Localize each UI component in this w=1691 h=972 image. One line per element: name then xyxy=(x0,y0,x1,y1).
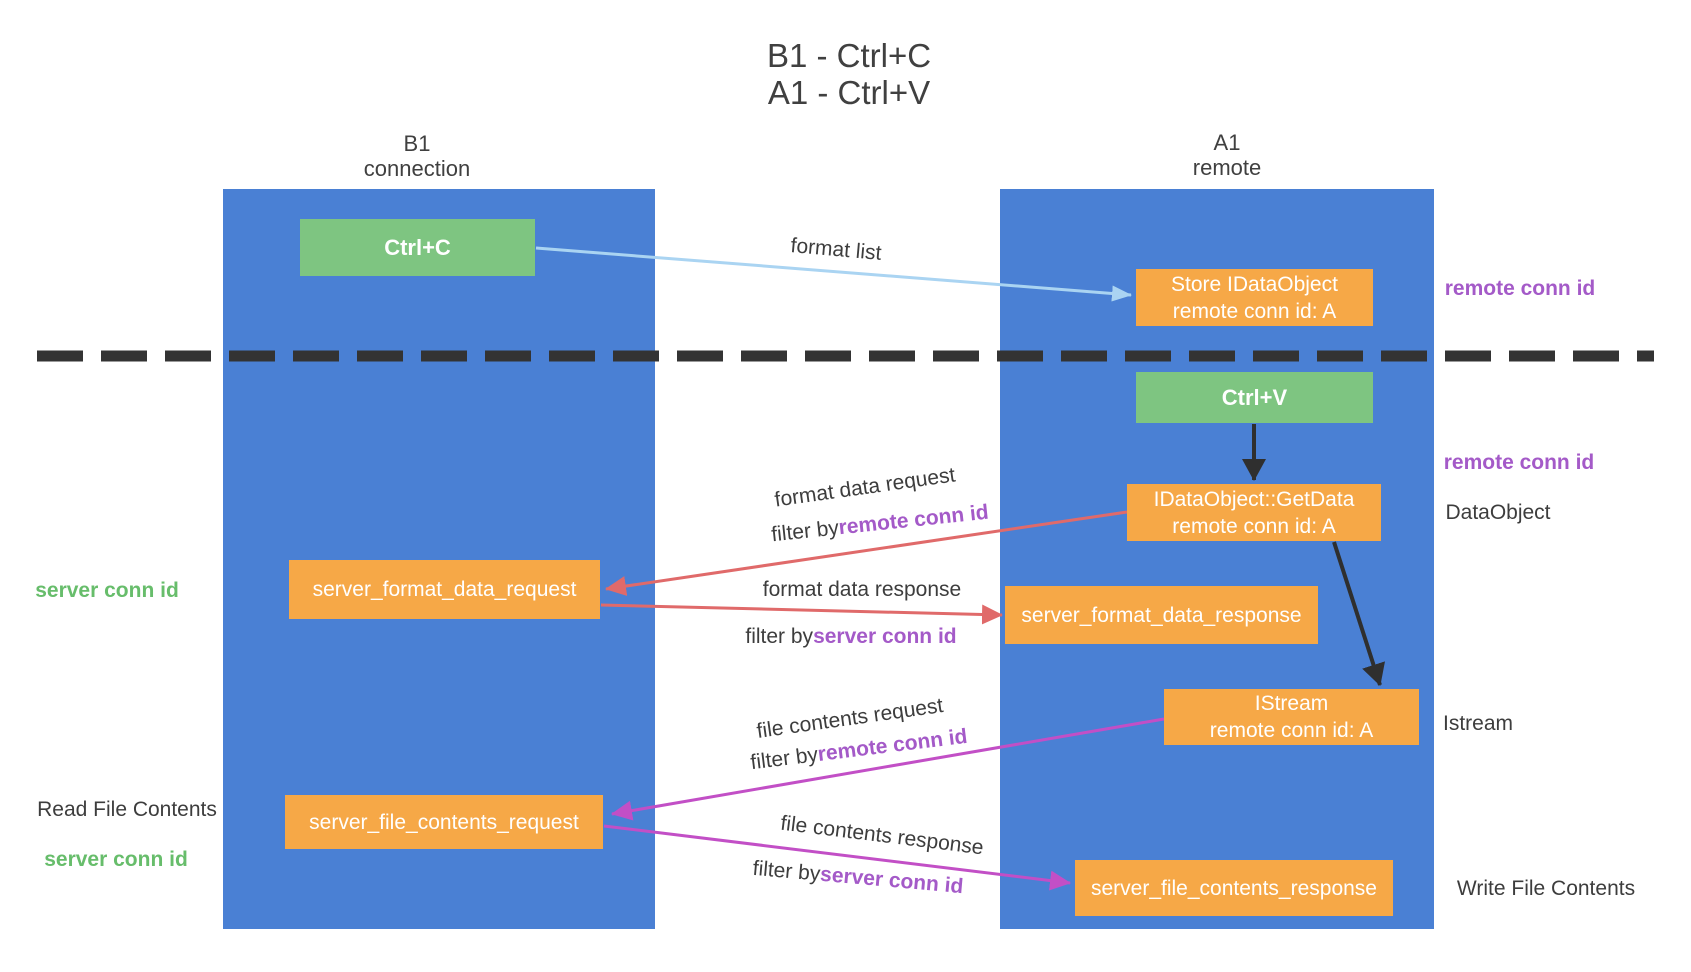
box-ctrl-v-label: Ctrl+V xyxy=(1221,385,1288,410)
label-istream: Istream xyxy=(1442,712,1514,735)
box-istream-line1: IStream xyxy=(1254,692,1329,715)
column-a1-type: remote xyxy=(1192,155,1262,180)
box-server-format-data-request: server_format_data_request xyxy=(289,560,600,619)
label-file-contents-response-filter-key: server conn id xyxy=(819,862,965,899)
title-line-2: A1 - Ctrl+V xyxy=(767,74,931,111)
arrow-format-data-response xyxy=(600,603,1003,625)
box-store-idataobject-line1: Store IDataObject xyxy=(1171,272,1338,296)
box-server-file-contents-response-label: server_file_contents_response xyxy=(1090,876,1377,900)
label-format-data-response-filter-prefix: filter by xyxy=(745,625,814,648)
diagram-title: B1 - Ctrl+C A1 - Ctrl+V xyxy=(767,37,931,111)
label-server-conn-id-top: server conn id xyxy=(35,579,179,602)
label-server-conn-id-bottom: server conn id xyxy=(44,848,188,871)
box-server-file-contents-response: server_file_contents_response xyxy=(1075,860,1393,916)
box-istream-line2: remote conn id: A xyxy=(1209,719,1374,742)
label-dataobject: DataObject xyxy=(1445,501,1551,524)
box-ctrl-c-label: Ctrl+C xyxy=(384,235,451,260)
label-write-file-contents: Write File Contents xyxy=(1456,877,1636,900)
label-file-contents-response-filter-prefix: filter by xyxy=(751,856,822,886)
box-idataobject-getdata-line1: IDataObject::GetData xyxy=(1153,487,1355,511)
box-istream: IStream remote conn id: A xyxy=(1164,689,1419,745)
column-b1-type: connection xyxy=(363,156,471,181)
label-format-data-request: format data request xyxy=(773,463,957,512)
box-store-idataobject-line2: remote conn id: A xyxy=(1172,299,1337,323)
box-server-format-data-request-label: server_format_data_request xyxy=(312,578,577,601)
label-format-list: format list xyxy=(789,234,883,265)
column-a1-name: A1 xyxy=(1213,130,1241,155)
box-ctrl-c: Ctrl+C xyxy=(300,219,535,276)
box-server-file-contents-request-label: server_file_contents_request xyxy=(309,810,579,834)
label-file-contents-response: file contents response xyxy=(779,811,985,860)
label-format-data-response-filter-key: server conn id xyxy=(813,625,957,648)
label-file-contents-request-filter-prefix: filter by xyxy=(749,743,820,775)
box-server-format-data-response: server_format_data_response xyxy=(1005,586,1318,644)
label-remote-conn-id-mid: remote conn id xyxy=(1443,451,1595,474)
box-store-idataobject: Store IDataObject remote conn id: A xyxy=(1136,269,1373,326)
label-format-data-request-filter-prefix: filter by xyxy=(770,516,840,547)
box-server-format-data-response-label: server_format_data_response xyxy=(1021,603,1302,627)
box-idataobject-getdata: IDataObject::GetData remote conn id: A xyxy=(1127,484,1381,541)
title-line-1: B1 - Ctrl+C xyxy=(766,37,932,74)
box-server-file-contents-request: server_file_contents_request xyxy=(285,795,603,849)
column-header-a1: A1 remote xyxy=(1193,130,1261,180)
column-header-b1: B1 connection xyxy=(364,131,470,181)
label-format-data-response: format data response xyxy=(762,578,962,601)
label-format-data-response-filter: filter byserver conn id xyxy=(745,625,956,649)
label-file-contents-response-filter: filter byserver conn id xyxy=(751,856,965,899)
box-idataobject-getdata-line2: remote conn id: A xyxy=(1172,514,1336,538)
label-read-file-contents: Read File Contents xyxy=(37,798,217,821)
label-format-data-request-filter-key: remote conn id xyxy=(837,500,990,540)
label-remote-conn-id-top: remote conn id xyxy=(1444,277,1596,300)
column-b1-name: B1 xyxy=(403,131,431,156)
box-ctrl-v: Ctrl+V xyxy=(1136,372,1373,423)
